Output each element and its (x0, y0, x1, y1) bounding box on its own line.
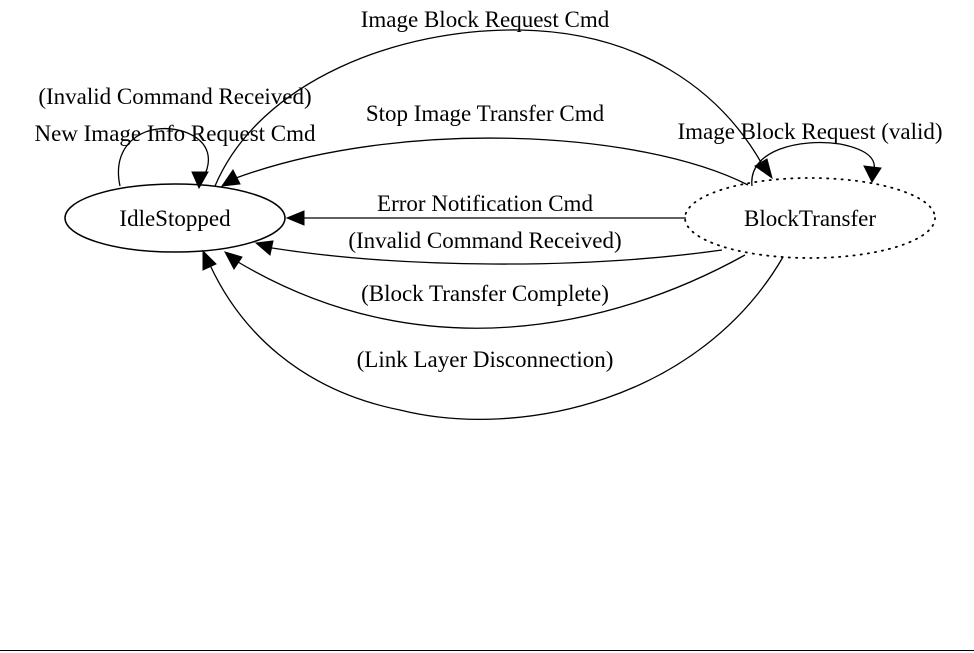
bottom-divider (0, 650, 974, 651)
edge-label-block-transfer-complete: (Block Transfer Complete) (361, 281, 609, 306)
edge-label-new-image-info: New Image Info Request Cmd (34, 121, 316, 146)
edge-label-stop-image-transfer: Stop Image Transfer Cmd (366, 101, 605, 126)
edge-block-transfer-complete: (Block Transfer Complete) (224, 251, 746, 329)
edge-error-notification: Error Notification Cmd (285, 191, 686, 226)
node-idle-stopped-label: IdleStopped (119, 206, 231, 231)
edge-invalid-command: (Invalid Command Received) (254, 228, 723, 265)
edge-link-layer-disconnection: (Link Layer Disconnection) (202, 249, 784, 420)
node-block-transfer: BlockTransfer (684, 177, 936, 259)
edge-label-error-notification: Error Notification Cmd (377, 191, 593, 216)
edge-label-image-block-request-valid: Image Block Request (valid) (677, 119, 942, 144)
node-idle-stopped: IdleStopped (64, 183, 286, 253)
edge-label-image-block-request-cmd: Image Block Request Cmd (361, 7, 610, 32)
edge-image-block-request-cmd: Image Block Request Cmd (214, 7, 773, 187)
edge-idle-self-loop: (Invalid Command Received) New Image Inf… (34, 84, 316, 190)
edge-label-invalid-command-self: (Invalid Command Received) (38, 84, 311, 109)
edge-stop-image-transfer: Stop Image Transfer Cmd (220, 101, 749, 187)
node-block-transfer-label: BlockTransfer (744, 206, 876, 231)
edge-block-self-loop: Image Block Request (valid) (677, 119, 943, 187)
edge-label-link-layer-disconnection: (Link Layer Disconnection) (357, 347, 614, 372)
edge-label-invalid-command: (Invalid Command Received) (348, 228, 621, 253)
